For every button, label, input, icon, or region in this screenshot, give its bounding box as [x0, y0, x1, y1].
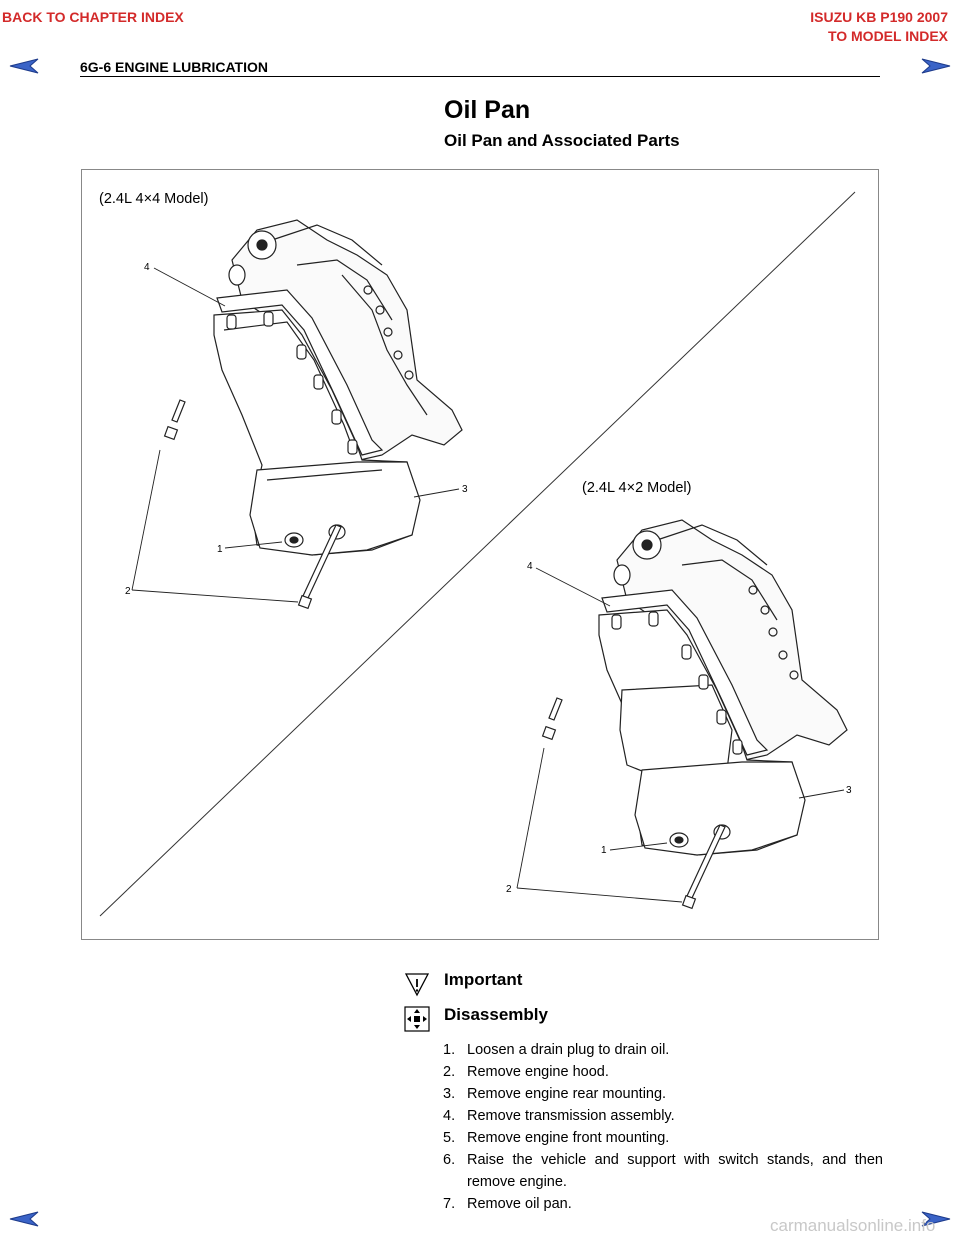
- disassembly-step: 3.Remove engine rear mounting.: [443, 1086, 667, 1102]
- disassembly-step: 2.Remove engine hood.: [443, 1064, 609, 1080]
- callout-4x2-item-1: 1: [601, 845, 607, 856]
- callout-4x2-item-4: 4: [527, 561, 533, 572]
- figure-frame: (2.4L 4×4 Model) (2.4L 4×2 Model) 4 3 1 …: [81, 169, 879, 940]
- model-title-link[interactable]: ISUZU KB P190 2007: [810, 9, 948, 25]
- disassembly-step: 4.Remove transmission assembly.: [443, 1108, 675, 1124]
- callout-4x4-item-1: 1: [217, 544, 223, 555]
- disassembly-heading: Disassembly: [444, 1005, 548, 1024]
- previous-page-arrow-icon[interactable]: [8, 57, 40, 75]
- disassembly-steps-list: 1.Loosen a drain plug to drain oil. 2.Re…: [443, 1039, 883, 1215]
- label-4x2-model: (2.4L 4×2 Model): [582, 480, 692, 496]
- header-rule: [80, 76, 880, 77]
- disassembly-step: 5.Remove engine front mounting.: [443, 1130, 670, 1146]
- callout-4x2-item-2: 2: [506, 884, 512, 895]
- callout-4x4-item-4: 4: [144, 262, 150, 273]
- engine-4x2-illustration: [541, 519, 848, 910]
- to-model-index-link[interactable]: TO MODEL INDEX: [827, 28, 948, 44]
- warning-triangle-icon: [404, 973, 430, 997]
- next-page-bottom-arrow-icon[interactable]: [920, 1210, 952, 1228]
- callout-4x4-item-2: 2: [125, 586, 131, 597]
- callout-4x4-item-3: 3: [462, 484, 468, 495]
- important-heading: Important: [444, 970, 523, 989]
- page-title: Oil Pan: [444, 96, 531, 124]
- engine-4x4-illustration: [163, 219, 463, 610]
- running-header: 6G-6 ENGINE LUBRICATION: [80, 59, 268, 75]
- page-subtitle: Oil Pan and Associated Parts: [444, 131, 680, 150]
- label-4x4-model: (2.4L 4×4 Model): [99, 191, 209, 207]
- oil-pan-exploded-diagram: [99, 191, 856, 917]
- watermark-text: carmanualsonline.info: [770, 1216, 936, 1235]
- callout-4x2-item-3: 3: [846, 785, 852, 796]
- previous-page-bottom-arrow-icon[interactable]: [8, 1210, 40, 1228]
- disassembly-step: 7.Remove oil pan.: [443, 1196, 572, 1212]
- back-to-chapter-index-link[interactable]: BACK TO CHAPTER INDEX: [2, 9, 184, 25]
- disassembly-step: 1.Loosen a drain plug to drain oil.: [443, 1042, 670, 1058]
- next-page-arrow-icon[interactable]: [920, 57, 952, 75]
- disassembly-icon: [404, 1006, 430, 1032]
- disassembly-step: 6.Raise the vehicle and support with swi…: [443, 1152, 883, 1190]
